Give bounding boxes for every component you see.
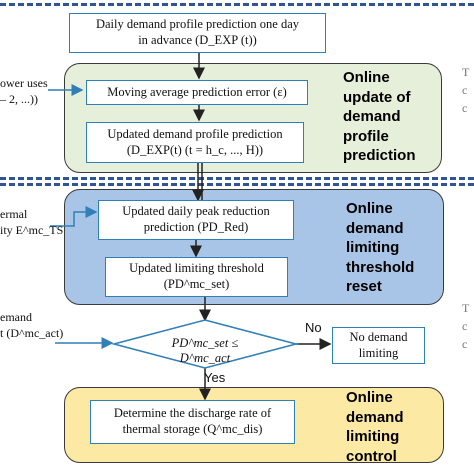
no-box-line2: limiting (358, 345, 399, 360)
stage2-box1-line2: prediction (PD_Red) (143, 220, 249, 234)
stage2-title-l3: limiting (346, 239, 400, 256)
left-input-1: ower uses – 2, ...)) (0, 75, 48, 107)
top-box-line1: Daily demand profile prediction one day (95, 17, 300, 32)
right-fragment-2-t: T (462, 301, 470, 315)
stage3-box-line2: thermal storage (Q^mc_dis) (122, 422, 263, 436)
separator-bottom (0, 183, 474, 186)
stage3-box-line1: Determine the discharge rate of (113, 406, 272, 421)
separator-middle (0, 177, 474, 180)
stage1-title-l1: Online (343, 69, 390, 86)
stage3-title-l4: control (346, 447, 397, 465)
discharge-rate-box: Determine the discharge rate of thermal … (90, 400, 295, 444)
stage1-title: Online update of demand profile predicti… (343, 68, 416, 166)
left-input-2: ermal ity E^mc_TS (0, 206, 63, 238)
left-input-1-line1: ower uses (0, 76, 48, 90)
right-fragment-1-c1: c (462, 83, 468, 98)
right-fragment-2-c1: c (462, 319, 468, 334)
stage1-title-l4: profile (343, 127, 389, 145)
right-fragment-1: T c c (462, 64, 469, 117)
stage2-title-l2: demand (346, 219, 404, 237)
stage1-title-l5: prediction (343, 147, 416, 164)
limiting-threshold-box: Updated limiting threshold (PD^mc_set) (105, 257, 288, 297)
right-fragment-1-c2: c (462, 101, 468, 116)
stage1-title-l3: demand (343, 108, 401, 125)
right-fragment-2-c2: c (462, 337, 468, 352)
stage1-title-l2: update of (343, 88, 411, 106)
moving-average-error-box: Moving average prediction error (ε) (86, 80, 308, 105)
decision-diamond (111, 319, 299, 369)
daily-demand-prediction-box: Daily demand profile prediction one day … (69, 13, 326, 53)
stage1-box2-line2: (D_EXP(t) (t = h_c, ..., H)) (126, 142, 264, 157)
left-input-3-line1: emand (0, 310, 32, 324)
stage1-box1-label: Moving average prediction error (ε) (107, 84, 287, 99)
no-demand-limiting-box: No demand limiting (332, 327, 425, 364)
stage1-box2-line1: Updated demand profile prediction (107, 126, 283, 141)
stage2-title-l1: Online (346, 200, 393, 217)
left-input-2-line1: ermal (0, 207, 28, 221)
stage3-title-l1: Online (346, 389, 393, 406)
left-input-1-line2: – 2, ...)) (0, 92, 38, 107)
stage3-title: Online demand limiting control (346, 388, 404, 466)
updated-demand-profile-box: Updated demand profile prediction (D_EXP… (86, 122, 304, 163)
left-input-3: emand t (D^mc_act) (0, 309, 63, 341)
stage2-box1-line1: Updated daily peak reduction (122, 204, 270, 219)
stage3-title-l2: demand (346, 408, 404, 426)
stage3-title-l3: limiting (346, 428, 400, 445)
no-box-line1: No demand (349, 329, 408, 344)
left-input-2-line2: ity E^mc_TS (0, 223, 64, 238)
stage2-title-l5: reset (346, 278, 382, 295)
top-box-line2: in advance (D_EXP (t)) (138, 33, 257, 47)
no-label: No (305, 320, 322, 335)
stage2-box2-line2: (PD^mc_set) (163, 277, 230, 291)
stage2-title: Online demand limiting threshold reset (346, 199, 414, 297)
stage2-box2-line1: Updated limiting threshold (129, 261, 264, 276)
peak-reduction-prediction-box: Updated daily peak reduction prediction … (98, 200, 294, 240)
decision-condition: PD^mc_set ≤ D^mc_act (171, 336, 239, 365)
separator-top (0, 3, 474, 6)
stage2-title-l4: threshold (346, 258, 415, 276)
yes-label: Yes (204, 370, 226, 385)
right-fragment-1-t: T (462, 65, 470, 79)
left-input-3-line2: t (D^mc_act) (0, 326, 64, 341)
right-fragment-2: T c c (462, 300, 469, 353)
